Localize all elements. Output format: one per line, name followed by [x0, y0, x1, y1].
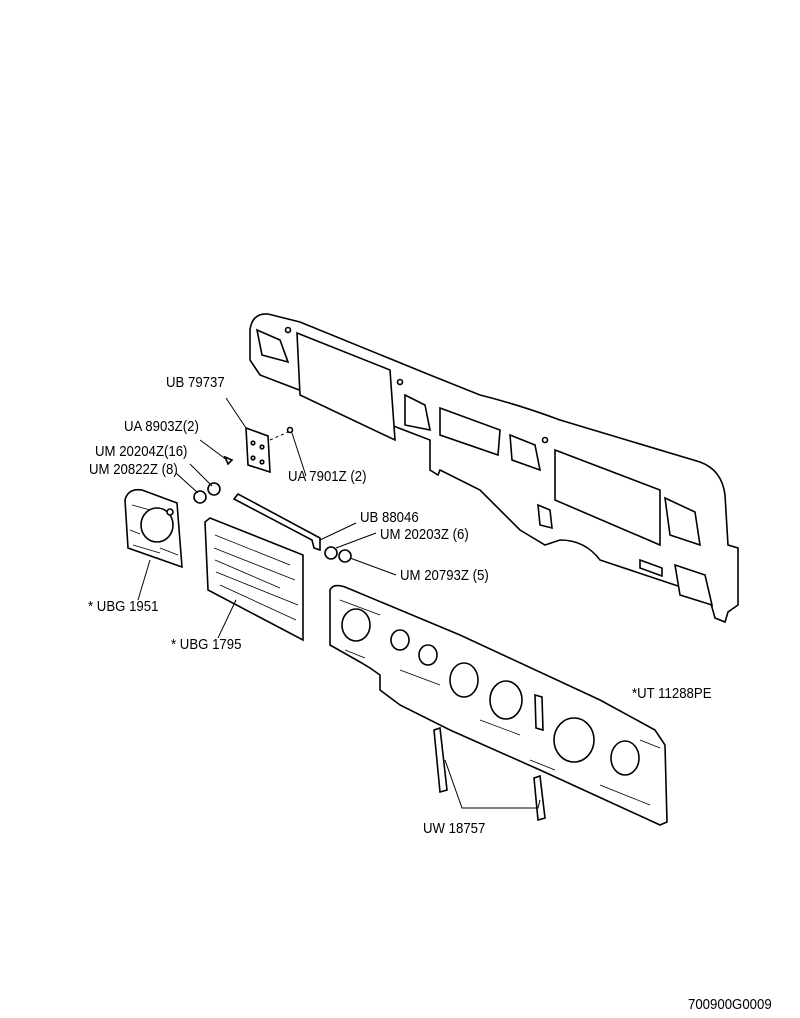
label-ub88046: UB 88046: [360, 509, 419, 526]
label-um20204z: UM 20204Z(16): [95, 443, 188, 460]
label-um20822z: UM 20822Z (8): [89, 461, 178, 478]
strip-ub88046: [232, 492, 321, 552]
label-ua8903z: UA 8903Z(2): [124, 418, 199, 435]
bracket-ub79737: [223, 426, 294, 474]
strips-uw18757: [433, 726, 546, 822]
label-um20203z: UM 20203Z (6): [380, 526, 469, 543]
dashboard-back-panel: [249, 313, 739, 624]
label-uw18757: UW 18757: [423, 820, 486, 837]
label-ub79737: UB 79737: [166, 374, 225, 391]
label-um20793z: UM 20793Z (5): [400, 567, 489, 584]
trim-ubg1951: [124, 488, 183, 569]
label-ubg1951: * UBG 1951: [88, 598, 159, 615]
fasteners-left: [193, 482, 352, 563]
trim-ubg1795: [204, 517, 304, 642]
dashboard-front-panel-ut11288pe: [329, 584, 668, 826]
figure-id: 700900G0009: [688, 996, 772, 1013]
label-ut11288pe: *UT 11288PE: [632, 685, 712, 702]
label-ubg1795: * UBG 1795: [171, 636, 242, 653]
label-ua7901z: UA 7901Z (2): [288, 468, 367, 485]
leader-lines: [137, 397, 541, 809]
